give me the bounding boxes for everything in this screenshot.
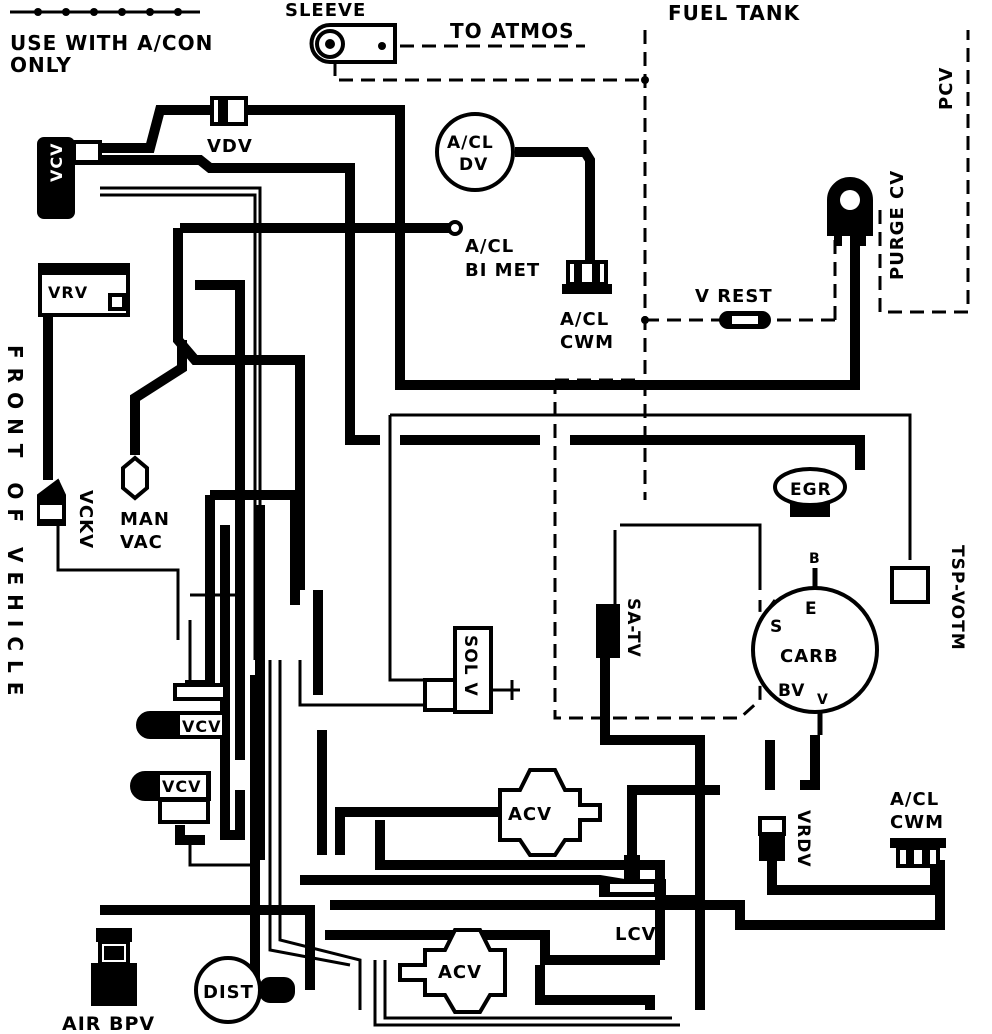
- sa-tv-label: SA-TV: [623, 598, 643, 658]
- carb-label: CARB: [780, 646, 839, 667]
- manifold-vacuum-port: [121, 455, 149, 501]
- acv-top-label: ACV: [508, 804, 552, 825]
- lcv-valve: [599, 855, 666, 897]
- man-vac-label-line-2: VAC: [120, 532, 163, 553]
- sa-tv-valve: [596, 604, 620, 658]
- vdv-label: VDV: [207, 136, 253, 157]
- v-rest-restrictor: [719, 311, 771, 329]
- distributor: DIST: [194, 956, 295, 1024]
- man-vac-label-line-1: MAN: [120, 509, 170, 530]
- purge-cv-valve: [827, 177, 873, 246]
- acl-dv-label-line-2: DV: [459, 155, 488, 175]
- pcv-label: PCV: [936, 67, 957, 110]
- carb-b-port-label: B: [809, 551, 821, 567]
- vrv-valve: VRV: [38, 263, 130, 317]
- vrdv-label: VRDV: [793, 810, 813, 868]
- acl-cwm-bottom-label-line-1: A/CL: [890, 789, 939, 810]
- vckv-valve: [37, 478, 66, 526]
- acl-cwm-bottom-label-line-2: CWM: [890, 812, 944, 833]
- vckv-label: VCKV: [75, 490, 96, 549]
- legend-text-line-2: ONLY: [10, 53, 72, 77]
- carb-e-port-label: E: [805, 599, 818, 619]
- acl-cwm-top-label-line-1: A/CL: [560, 309, 609, 330]
- vdv-valve: [210, 96, 248, 126]
- acv-bottom-valve: ACV: [398, 928, 507, 1014]
- dashed-lines: [333, 30, 970, 720]
- legend: USE WITH A/CON ONLY: [10, 8, 213, 77]
- acl-bimet-component: [447, 220, 463, 236]
- vcv-low-valve: VCV: [130, 771, 211, 824]
- acl-bimet-label-line-1: A/CL: [465, 236, 514, 257]
- lcv-label: LCV: [615, 924, 657, 945]
- tsp-votm-component: [890, 566, 930, 604]
- acv-bottom-label: ACV: [438, 962, 482, 983]
- vrv-label: VRV: [48, 283, 88, 302]
- vcv-mid-label: VCV: [182, 717, 222, 736]
- vcv-low-label: VCV: [162, 777, 202, 796]
- front-of-vehicle-label: FRONT OF VEHICLE: [3, 345, 27, 704]
- air-bpv-valve: [91, 928, 137, 1006]
- sol-v-solenoid: [423, 626, 520, 714]
- acl-dv-label-line-1: A/CL: [447, 133, 494, 153]
- acl-bimet-label-line-2: BI MET: [465, 260, 540, 281]
- acl-cwm-top-component: [562, 260, 612, 294]
- sleeve-label: SLEEVE: [285, 0, 366, 21]
- air-bpv-label: AIR BPV: [62, 1013, 155, 1034]
- carb-s-port-label: S: [770, 617, 783, 637]
- to-atmos-label: TO ATMOS: [450, 19, 574, 43]
- tsp-votm-label: TSP-VOTM: [947, 545, 967, 651]
- fuel-tank-label: FUEL TANK: [668, 1, 801, 25]
- vrdv-valve: [758, 816, 786, 861]
- acl-cwm-top-label-line-2: CWM: [560, 332, 614, 353]
- legend-text-line-1: USE WITH A/CON: [10, 31, 213, 55]
- acv-top-valve: ACV: [498, 768, 602, 857]
- egr-valve: EGR: [773, 467, 847, 517]
- purge-cv-label: PURGE CV: [887, 170, 908, 280]
- acl-dv-valve: A/CL DV: [435, 112, 515, 192]
- v-rest-label: V REST: [695, 286, 773, 307]
- carb-v-port-label: V: [817, 692, 829, 708]
- vcv-mid-valve: VCV: [136, 683, 227, 739]
- carb-bv-port-label: BV: [778, 681, 805, 701]
- vcv-top-valve: [37, 137, 102, 219]
- sleeve-component: SLEEVE: [285, 0, 397, 64]
- carburetor: S E B CARB BV V: [751, 551, 879, 735]
- sol-v-label: SOL V: [460, 635, 480, 697]
- egr-label: EGR: [790, 480, 832, 500]
- vcv-top-label: VCV: [47, 142, 66, 182]
- dist-label: DIST: [203, 982, 254, 1003]
- acl-cwm-bottom-component: [890, 838, 946, 868]
